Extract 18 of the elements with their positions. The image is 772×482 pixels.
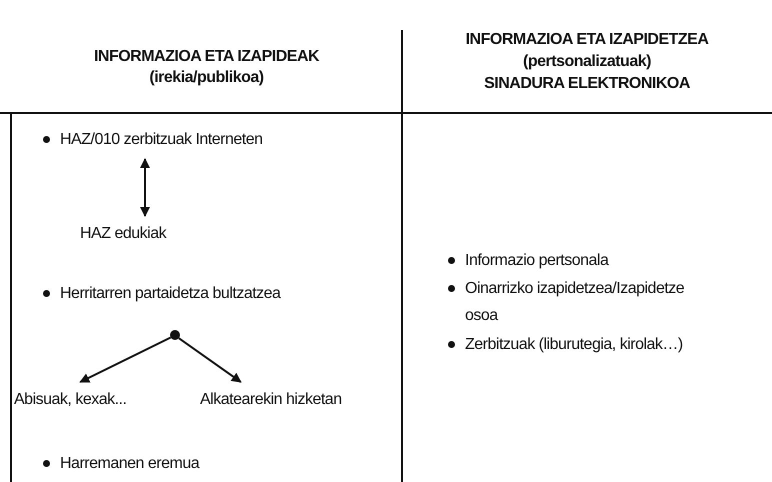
arrow (140, 158, 150, 217)
column-header: SINADURA ELEKTRONIKOA (483, 74, 691, 93)
column-header: (irekia/publikoa) (148, 68, 265, 87)
bullet-item: Harremanen eremua (40, 454, 200, 473)
bullet-item: Herritarren partaidetza bultzatzea (40, 284, 280, 303)
item-text: Abisuak, kexak... (14, 390, 126, 409)
column-header: INFORMAZIOA ETA IZAPIDETZEA (464, 30, 710, 49)
column-header: INFORMAZIOA ETA IZAPIDEAK (92, 47, 320, 66)
bullet-item: Oinarrizko izapidetzea/Izapidetze osoa (445, 275, 715, 329)
bullet-item: Informazio pertsonala (445, 251, 608, 270)
item-text: Alkatearekin hizketan (200, 390, 342, 409)
junction-dot (170, 330, 180, 340)
arrow (79, 336, 172, 383)
bullet-item: HAZ/010 zerbitzuak Interneten (40, 130, 263, 149)
column-header: (pertsonalizatuak) (522, 52, 652, 71)
bullet-item: Zerbitzuak (liburutegia, kirolak…) (445, 335, 683, 354)
item-text: HAZ edukiak (80, 224, 166, 243)
arrow (178, 337, 242, 383)
